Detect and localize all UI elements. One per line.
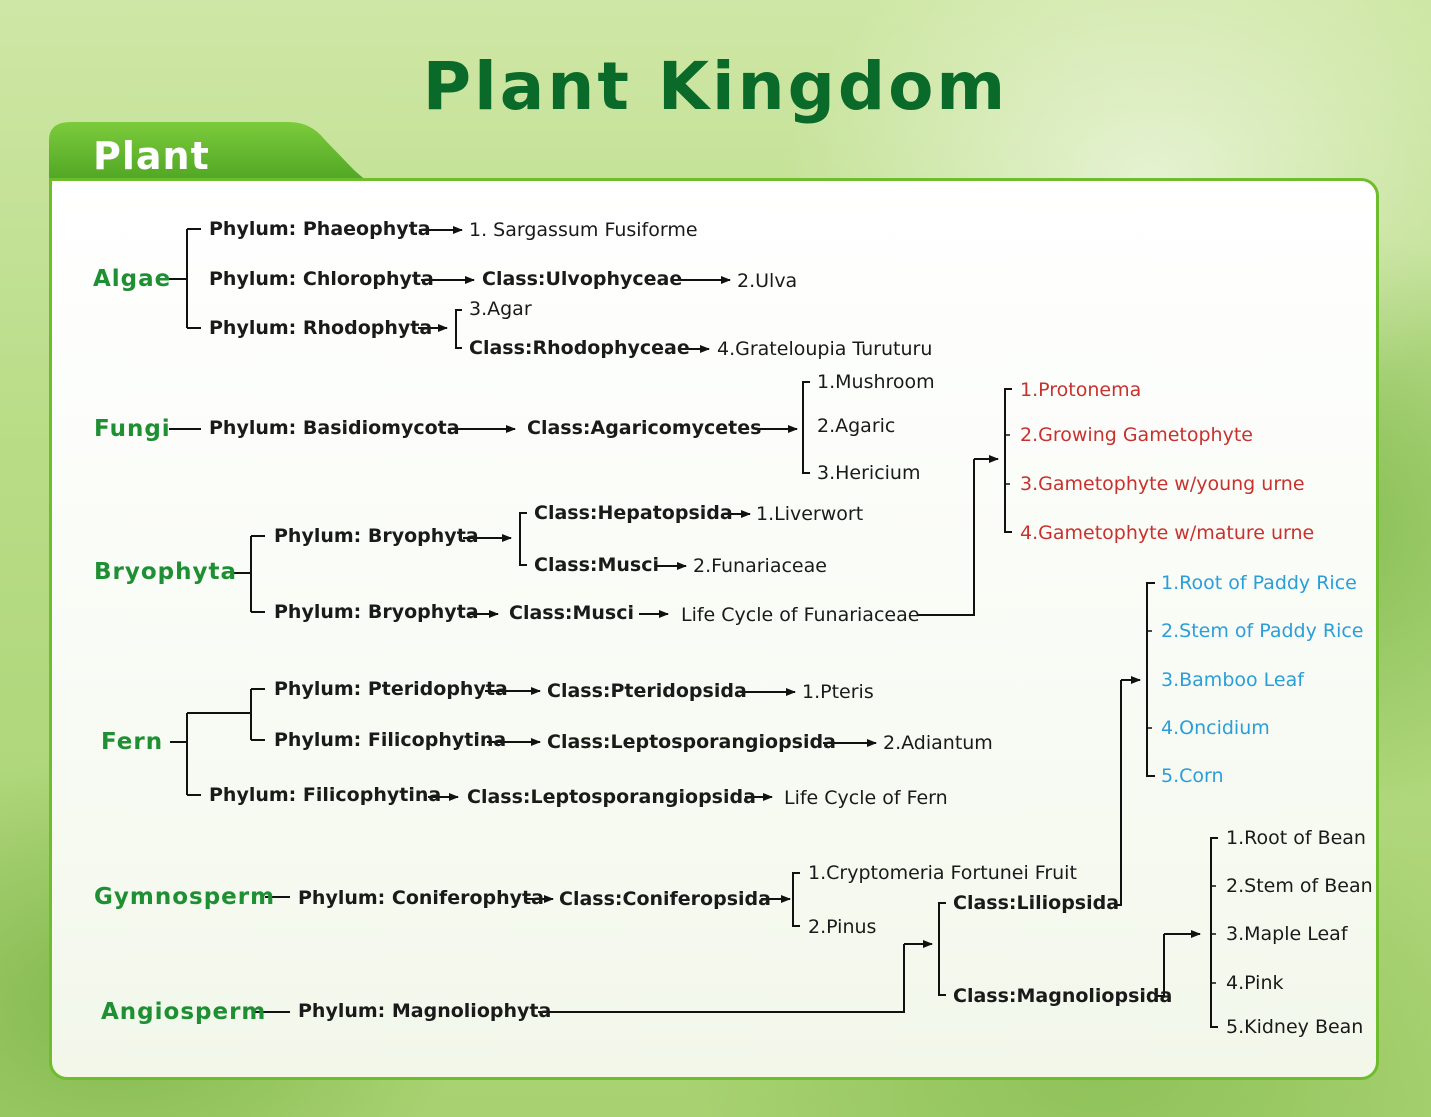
phylum-bryophyta-2: Phylum: Bryophyta — [274, 601, 479, 623]
phylum-filicophytina-2: Phylum: Filicophytina — [209, 784, 442, 806]
plant-tab: Plant — [49, 120, 369, 182]
monocot-item-4: 4.Oncidium — [1161, 717, 1270, 739]
tab-shape — [49, 122, 369, 182]
group-fern: Fern — [101, 729, 164, 755]
phylum-pteridophyta: Phylum: Pteridophyta — [274, 678, 508, 700]
moss-stage-3: 3.Gametophyte w/young urne — [1020, 473, 1305, 495]
class-musci-2: Class:Musci — [509, 602, 635, 624]
moss-stage-1: 1.Protonema — [1020, 379, 1142, 401]
class-liliopsida: Class:Liliopsida — [953, 892, 1120, 914]
phylum-magnoliophyta: Phylum: Magnoliophyta — [298, 1000, 552, 1022]
moss-stage-4: 4.Gametophyte w/mature urne — [1020, 522, 1315, 544]
item-ulva: 2.Ulva — [737, 270, 798, 292]
class-hepatopsida: Class:Hepatopsida — [534, 502, 733, 524]
item-grateloupia: 4.Grateloupia Turuturu — [717, 338, 933, 360]
monocot-item-1: 1.Root of Paddy Rice — [1161, 572, 1357, 594]
dicot-item-2: 2.Stem of Bean — [1226, 875, 1373, 897]
phylum-coniferophyta: Phylum: Coniferophyta — [298, 887, 544, 909]
phylum-filicophytina-1: Phylum: Filicophytina — [274, 729, 507, 751]
phylum-phaeophyta: Phylum: Phaeophyta — [209, 218, 431, 240]
dicot-item-4: 4.Pink — [1226, 972, 1284, 994]
phylum-basidiomycota: Phylum: Basidiomycota — [209, 417, 460, 439]
dicot-item-5: 5.Kidney Bean — [1226, 1016, 1364, 1038]
monocot-item-3: 3.Bamboo Leaf — [1161, 669, 1304, 691]
item-pteris: 1.Pteris — [802, 681, 874, 703]
page-title: Plant Kingdom — [422, 48, 1009, 125]
class-magnoliopsida: Class:Magnoliopsida — [953, 985, 1173, 1007]
class-pteridopsida: Class:Pteridopsida — [547, 680, 747, 702]
class-musci-1: Class:Musci — [534, 554, 660, 576]
diagram-panel — [49, 178, 1379, 1080]
monocot-item-5: 5.Corn — [1161, 765, 1224, 787]
phylum-bryophyta-1: Phylum: Bryophyta — [274, 525, 479, 547]
group-angiosperm: Angiosperm — [101, 999, 267, 1025]
dicot-item-1: 1.Root of Bean — [1226, 827, 1366, 849]
class-coniferopsida: Class:Coniferopsida — [559, 888, 771, 910]
phylum-rhodophyta: Phylum: Rhodophyta — [209, 317, 433, 339]
item-lifecycle-funariaceae: Life Cycle of Funariaceae — [681, 604, 920, 626]
item-lifecycle-fern: Life Cycle of Fern — [784, 787, 948, 809]
moss-stage-2: 2.Growing Gametophyte — [1020, 424, 1253, 446]
group-algae: Algae — [93, 266, 172, 292]
class-leptosporangiopsida-2: Class:Leptosporangiopsida — [467, 786, 756, 808]
tab-label: Plant — [93, 134, 210, 178]
item-cryptomeria: 1.Cryptomeria Fortunei Fruit — [808, 862, 1077, 884]
monocot-item-2: 2.Stem of Paddy Rice — [1161, 620, 1364, 642]
group-bryophyta: Bryophyta — [94, 559, 238, 585]
item-mushroom: 1.Mushroom — [817, 371, 935, 393]
item-adiantum: 2.Adiantum — [883, 732, 993, 754]
item-liverwort: 1.Liverwort — [756, 503, 864, 525]
item-agaric: 2.Agaric — [817, 415, 896, 437]
class-leptosporangiopsida-1: Class:Leptosporangiopsida — [547, 731, 836, 753]
group-fungi: Fungi — [94, 416, 171, 442]
phylum-chlorophyta: Phylum: Chlorophyta — [209, 268, 434, 290]
item-funariaceae: 2.Funariaceae — [693, 555, 827, 577]
group-gymnosperm: Gymnosperm — [94, 884, 276, 910]
item-hericium: 3.Hericium — [817, 462, 921, 484]
item-pinus: 2.Pinus — [808, 916, 877, 938]
class-agaricomycetes: Class:Agaricomycetes — [527, 417, 762, 439]
dicot-item-3: 3.Maple Leaf — [1226, 923, 1348, 945]
item-sargassum: 1. Sargassum Fusiforme — [469, 219, 698, 241]
class-ulvophyceae: Class:Ulvophyceae — [482, 268, 683, 290]
class-rhodophyceae: Class:Rhodophyceae — [469, 337, 690, 359]
item-agar: 3.Agar — [469, 298, 532, 320]
